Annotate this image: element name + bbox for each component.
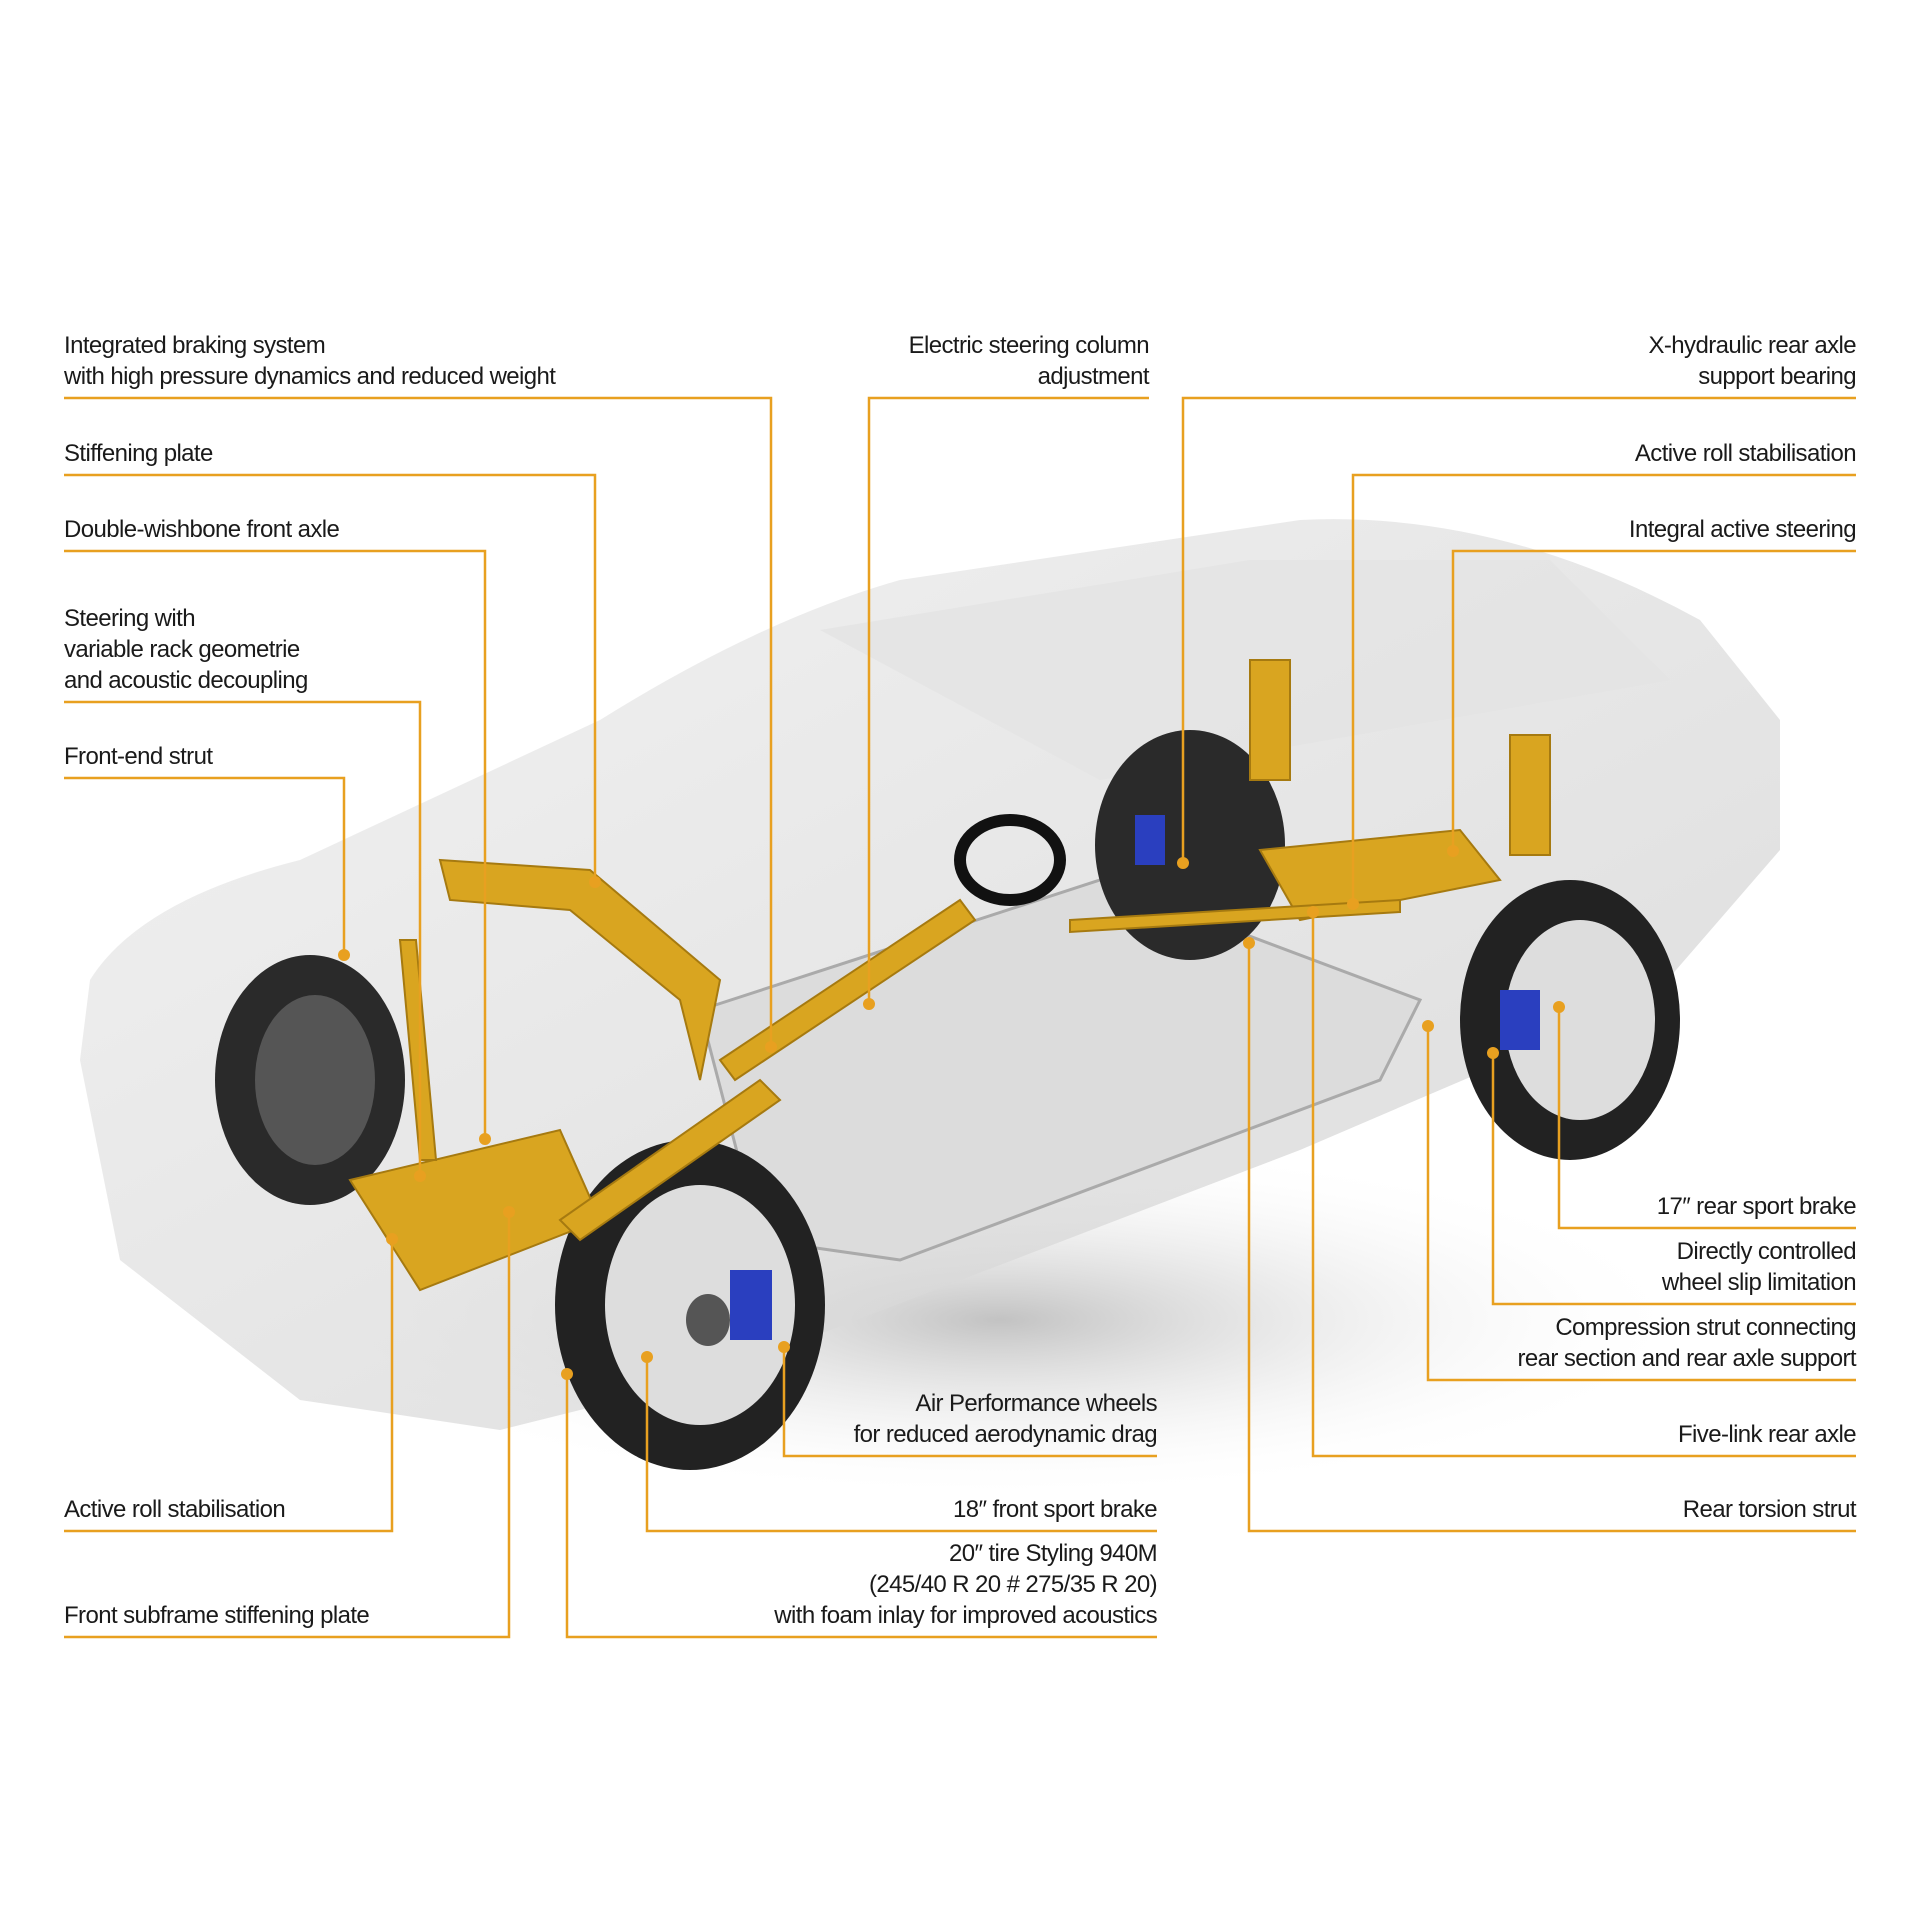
label-front-brake: 18″ front sport brake	[952, 1494, 1158, 1525]
label-line: Front-end strut	[64, 743, 213, 770]
leader-wheel-slip	[1491, 1053, 1856, 1306]
leader-rear-brake	[1557, 1007, 1856, 1230]
front-left-wheel	[215, 955, 405, 1205]
label-line: rear section and rear axle support	[1517, 1345, 1857, 1372]
leader-tire	[565, 1374, 1157, 1639]
leader-front-subframe	[64, 1212, 511, 1639]
leader-lines	[64, 396, 1856, 1639]
leader-five-link	[1311, 912, 1856, 1458]
label-line: Stiffening plate	[64, 440, 213, 467]
gold-components	[348, 659, 1551, 1292]
leader-active-roll-front	[64, 1239, 394, 1533]
label-rear-brake: 17″ rear sport brake	[1656, 1191, 1857, 1222]
label-wheel-slip: Directly controlled wheel slip limitation	[1661, 1236, 1857, 1298]
label-line: 20″ tire Styling 940M	[948, 1540, 1158, 1567]
label-double-wishbone: Double-wishbone front axle	[64, 514, 340, 545]
label-line: with foam inlay for improved acoustics	[774, 1602, 1157, 1629]
label-air-performance: Air Performance wheels for reduced aerody…	[853, 1388, 1158, 1450]
label-line: adjustment	[1037, 363, 1150, 390]
label-line: support bearing	[1698, 363, 1856, 390]
label-line: Five-link rear axle	[1678, 1421, 1857, 1448]
leader-compression-strut	[1426, 1026, 1856, 1382]
leader-electric-steering	[867, 396, 1149, 1004]
label-line: Rear torsion strut	[1682, 1496, 1857, 1523]
label-line: Compression strut connecting	[1555, 1314, 1856, 1341]
label-active-roll-front: Active roll stabilisation	[64, 1494, 286, 1525]
label-steering-variable: Steering with variable rack geometrie and …	[64, 603, 308, 696]
leader-stiffening-plate	[64, 473, 597, 882]
label-line: 17″ rear sport brake	[1656, 1193, 1857, 1220]
leader-active-roll-rear	[1351, 473, 1856, 904]
steering-wheel	[954, 814, 1066, 906]
leader-air-performance	[782, 1347, 1157, 1458]
label-line: Double-wishbone front axle	[64, 516, 340, 543]
label-line: Active roll stabilisation	[64, 1496, 286, 1523]
windows-ghost	[820, 560, 1670, 780]
label-active-roll-rear: Active roll stabilisation	[1634, 438, 1857, 469]
label-line: with high pressure dynamics and reduced …	[64, 363, 556, 390]
label-five-link: Five-link rear axle	[1678, 1419, 1857, 1450]
leader-double-wishbone	[64, 549, 487, 1139]
label-line: (245/40 R 20 # 275/35 R 20)	[868, 1571, 1158, 1598]
label-tire: 20″ tire Styling 940M (245/40 R 20 # 275/…	[774, 1538, 1157, 1631]
label-line: Active roll stabilisation	[1634, 440, 1857, 467]
label-line: Directly controlled	[1676, 1238, 1857, 1265]
leader-integrated-braking	[64, 396, 773, 1047]
leader-x-hydraulic	[1181, 396, 1856, 863]
label-front-subframe: Front subframe stiffening plate	[64, 1600, 370, 1631]
label-line: Steering with	[64, 605, 196, 632]
label-front-end-strut: Front-end strut	[64, 741, 213, 772]
label-integral-steering: Integral active steering	[1628, 514, 1857, 545]
front-right-wheel	[555, 1140, 825, 1470]
label-compression-strut: Compression strut connecting rear section…	[1517, 1312, 1857, 1374]
leader-front-brake	[645, 1357, 1157, 1533]
label-line: for reduced aerodynamic drag	[853, 1421, 1158, 1448]
label-line: 18″ front sport brake	[952, 1496, 1158, 1523]
label-stiffening-plate: Stiffening plate	[64, 438, 213, 469]
label-integrated-braking: Integrated braking system with high press…	[64, 330, 556, 392]
leader-integral-steering	[1451, 549, 1856, 851]
label-electric-steering: Electric steering column adjustment	[908, 330, 1150, 392]
leader-steering-variable	[64, 700, 422, 1176]
label-line: variable rack geometrie	[64, 636, 300, 663]
label-line: and acoustic decoupling	[64, 667, 308, 694]
label-line: wheel slip limitation	[1661, 1269, 1857, 1296]
label-line: Air Performance wheels	[915, 1390, 1157, 1417]
leader-front-end-strut	[64, 776, 346, 955]
rear-right-wheel	[1460, 880, 1680, 1160]
label-line: Electric steering column	[908, 332, 1150, 359]
rear-left-wheel	[1095, 730, 1285, 960]
label-line: Integrated braking system	[64, 332, 326, 359]
label-line: X-hydraulic rear axle	[1648, 332, 1857, 359]
label-line: Front subframe stiffening plate	[64, 1602, 370, 1629]
label-line: Integral active steering	[1628, 516, 1857, 543]
rear-brake-caliper	[1500, 990, 1540, 1050]
front-brake-caliper	[730, 1270, 772, 1340]
leader-rear-torsion	[1247, 943, 1856, 1533]
label-rear-torsion: Rear torsion strut	[1682, 1494, 1857, 1525]
label-x-hydraulic: X-hydraulic rear axle support bearing	[1649, 330, 1857, 392]
